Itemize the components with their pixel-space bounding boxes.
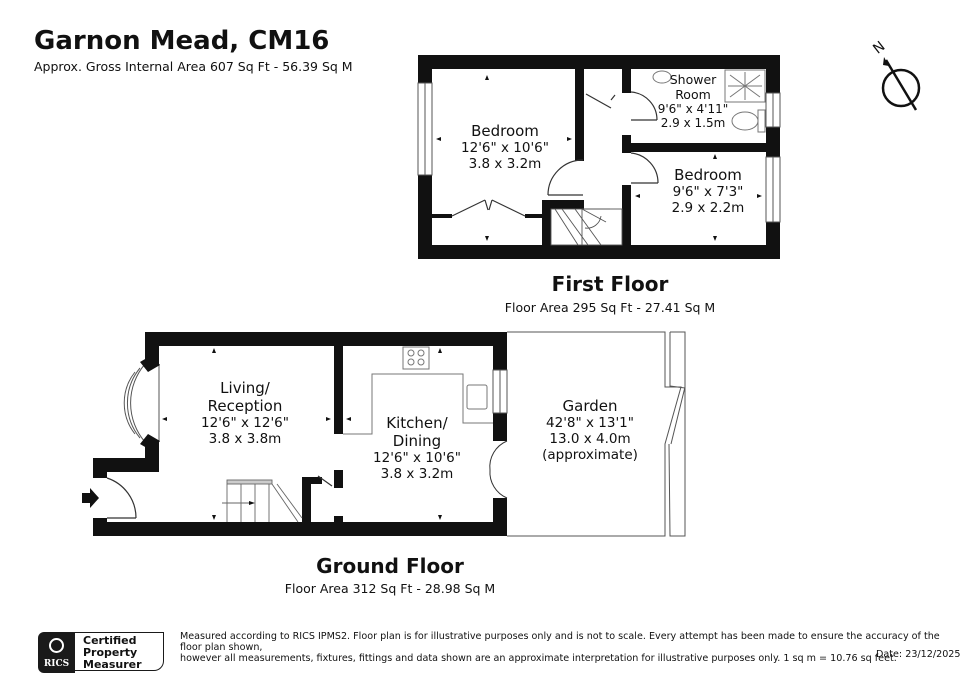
first-floor-area: Floor Area 295 Sq Ft - 27.41 Sq M bbox=[504, 300, 716, 315]
room-name-line2: Reception bbox=[207, 397, 283, 415]
disclaimer-line-2: however all measurements, fixtures, fitt… bbox=[180, 653, 897, 664]
entrance-arrow-icon bbox=[82, 488, 99, 508]
room-dimension-metric: 3.8 x 3.2m bbox=[468, 156, 542, 173]
first-floor-plan bbox=[417, 55, 781, 259]
disclaimer-line-1: Measured according to RICS IPMS2. Floor … bbox=[180, 631, 940, 653]
room-name-line2: Room bbox=[675, 87, 711, 102]
rics-logo: RICS bbox=[38, 632, 75, 673]
badge-line-1: Certified bbox=[83, 634, 137, 647]
room-dimension-imperial: 9'6" x 4'11" bbox=[657, 102, 729, 116]
room-name: Bedroom bbox=[674, 166, 742, 184]
room-bedroom-1: Bedroom 12'6" x 10'6" 3.8 x 3.2m bbox=[450, 122, 560, 172]
gross-internal-area: Approx. Gross Internal Area 607 Sq Ft - … bbox=[34, 59, 353, 74]
room-dimension-metric: 2.9 x 2.2m bbox=[671, 200, 745, 217]
room-name: Garden bbox=[562, 397, 618, 415]
first-floor-title: First Floor bbox=[551, 272, 669, 296]
rics-org-label: RICS bbox=[43, 659, 70, 669]
room-dimension-metric: 3.8 x 3.2m bbox=[380, 466, 454, 483]
room-dimension-metric: 3.8 x 3.8m bbox=[208, 431, 282, 448]
badge-line-3: Measurer bbox=[83, 658, 142, 671]
plan-date: Date: 23/12/2025 bbox=[876, 649, 961, 660]
room-bedroom-2: Bedroom 9'6" x 7'3" 2.9 x 2.2m bbox=[656, 166, 760, 216]
room-dimension-metric: 13.0 x 4.0m bbox=[549, 431, 631, 448]
rics-certified-badge: RICS Certified Property Measurer bbox=[38, 632, 166, 673]
room-name-line1: Shower bbox=[669, 72, 717, 87]
room-shower-room: Shower Room 9'6" x 4'11" 2.9 x 1.5m bbox=[655, 72, 731, 131]
rics-certification-text: Certified Property Measurer bbox=[75, 632, 164, 671]
ground-floor-title: Ground Floor bbox=[316, 554, 464, 578]
ground-floor-area: Floor Area 312 Sq Ft - 28.98 Sq M bbox=[284, 581, 496, 596]
room-dimension-metric: 2.9 x 1.5m bbox=[660, 116, 726, 131]
room-dimension-imperial: 12'6" x 12'6" bbox=[201, 415, 289, 431]
room-dimension-imperial: 12'6" x 10'6" bbox=[373, 450, 461, 466]
room-kitchen-dining: Kitchen/ Dining 12'6" x 10'6" 3.8 x 3.2m bbox=[362, 414, 472, 482]
disclaimer: Measured according to RICS IPMS2. Floor … bbox=[180, 631, 960, 664]
room-garden: Garden 42'8" x 13'1" 13.0 x 4.0m (approx… bbox=[530, 397, 650, 464]
badge-line-2: Property bbox=[83, 646, 138, 659]
property-title: Garnon Mead, CM16 bbox=[34, 26, 330, 56]
room-dimension-imperial: 12'6" x 10'6" bbox=[461, 140, 549, 156]
ground-floor-plan bbox=[82, 331, 686, 537]
room-note: (approximate) bbox=[542, 447, 638, 464]
room-name-line2: Dining bbox=[392, 432, 442, 450]
room-name-line1: Living/ bbox=[220, 379, 270, 397]
room-dimension-imperial: 9'6" x 7'3" bbox=[672, 184, 744, 200]
room-living-reception: Living/ Reception 12'6" x 12'6" 3.8 x 3.… bbox=[190, 379, 300, 447]
room-name-line1: Kitchen/ bbox=[386, 414, 448, 432]
room-dimension-imperial: 42'8" x 13'1" bbox=[546, 415, 634, 431]
north-arrow-icon bbox=[881, 57, 921, 111]
rics-lion-icon bbox=[49, 638, 64, 653]
room-name: Bedroom bbox=[471, 122, 539, 140]
